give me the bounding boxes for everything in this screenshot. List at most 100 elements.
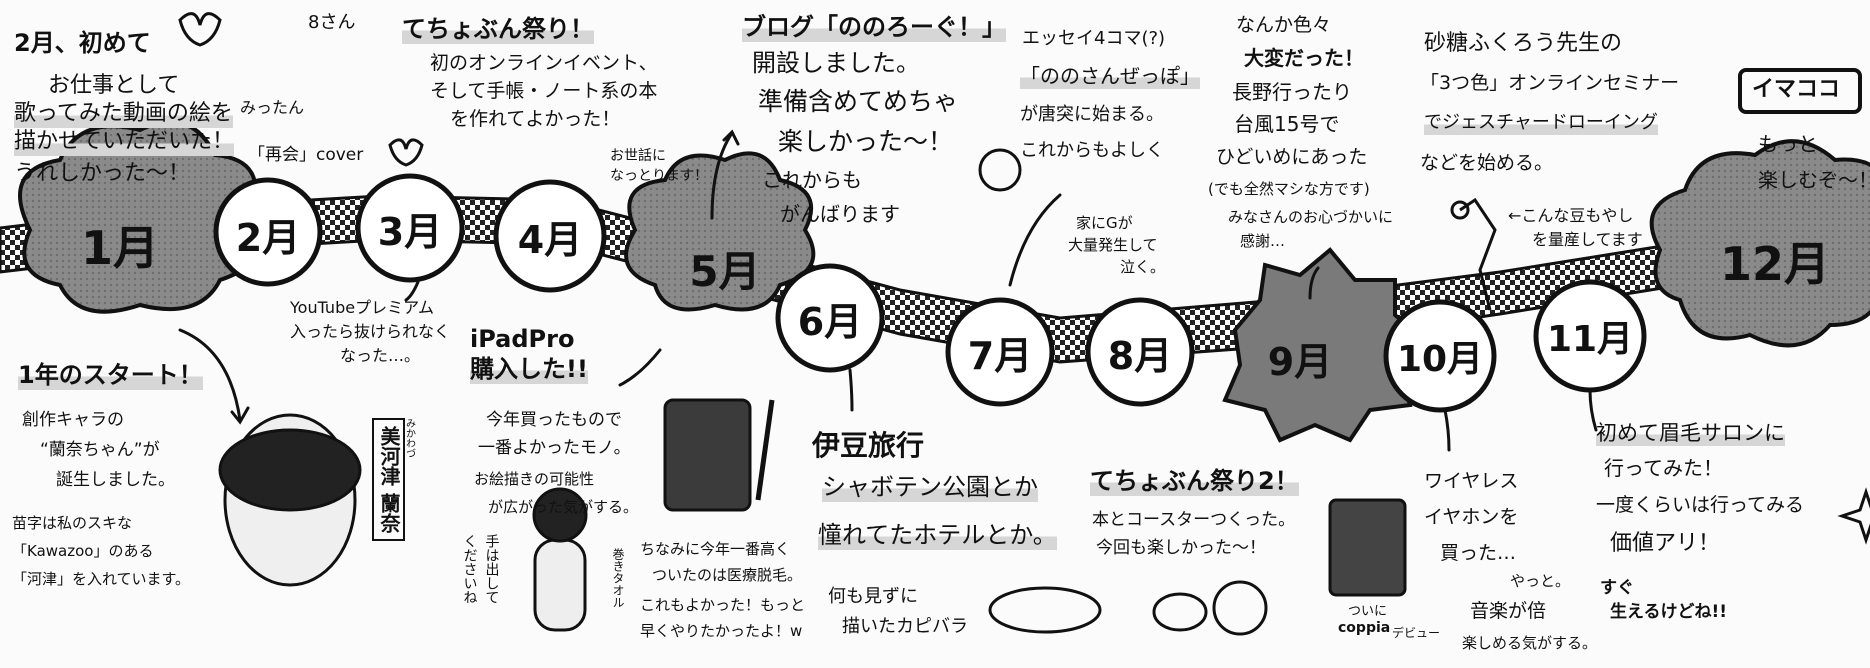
month-jul: 7月 — [967, 333, 1033, 378]
note-feb-line1: 2月、初めて — [14, 29, 151, 57]
note-youtube-2: 入ったら抜けられなく — [290, 322, 451, 341]
chick-icon — [978, 148, 1022, 192]
note-iryou-4: 早くやりたかったよ！w — [640, 622, 803, 640]
note-g-2: 大量発生して — [1068, 236, 1158, 254]
note-wireless-6: 楽しめる気がする。 — [1462, 634, 1598, 652]
circle-aug — [1085, 297, 1195, 407]
label-saikai: 「再会」cover — [248, 145, 364, 165]
label-8san: 8さん — [308, 12, 356, 33]
month-aug: 8月 — [1107, 333, 1173, 378]
note-blog-5: がんばります — [780, 202, 900, 226]
note-blog-title: ブログ「ののろーぐ！」 — [742, 12, 1006, 42]
note-seminar-2: 「3つ色」オンラインセミナー — [1420, 72, 1680, 94]
note-feb-line3: 歌ってみた動画の絵を — [14, 100, 233, 128]
note-wireless-2: イヤホンを — [1424, 506, 1519, 528]
month-oct: 10月 — [1396, 339, 1484, 380]
note-wireless-1: ワイヤレス — [1424, 470, 1519, 492]
circle-jun — [775, 263, 885, 373]
snail-icon — [1212, 580, 1268, 636]
label-imakoko: イマココ — [1752, 77, 1841, 102]
note-osewa-1: お世話に — [610, 148, 666, 164]
label-mikawazu-ruby: みかわづ — [403, 418, 415, 458]
label-mikawazu: 美河津 蘭奈 — [372, 418, 405, 541]
circle-mar — [355, 173, 465, 283]
note-youtube-3: なった…。 — [340, 346, 421, 365]
note-ranna-5: 「Kawazoo」のある — [12, 542, 154, 560]
note-tyobun-1: 初のオンラインイベント、 — [430, 52, 658, 74]
note-osewa-2: なっとります！ — [610, 168, 708, 184]
note-capy-2: 描いたカピバラ — [842, 616, 968, 637]
note-wireless-4: やっと。 — [1510, 572, 1571, 590]
note-g-3: 泣く。 — [1120, 258, 1166, 276]
note-tyobun2-1: 本とコースターつくった。 — [1092, 510, 1296, 530]
note-te-2: くださいね — [461, 534, 478, 604]
note-essay-2: 「ののさんぜっぽ」 — [1020, 64, 1200, 89]
note-ipad-3: 今年買ったもので — [486, 410, 622, 430]
note-wireless-5: 音楽が倍 — [1470, 600, 1547, 622]
note-iryou-1: ちなみに今年一番高く — [640, 540, 791, 558]
note-ipad-1: iPadPro — [470, 325, 575, 353]
circle-feb — [213, 177, 323, 287]
heart-icon — [178, 12, 222, 47]
illustrations — [178, 12, 1870, 636]
tablet-icon — [663, 398, 752, 512]
note-blog-4: これからも — [762, 168, 862, 192]
note-ipad-6: が広がった気がする。 — [488, 498, 639, 516]
note-taihen-4: 台風15号で — [1234, 112, 1340, 136]
note-blog-2: 準備含めてめちゃ — [758, 87, 959, 116]
cloud-may — [624, 151, 816, 312]
note-essay-1: エッセイ4コマ(?) — [1022, 28, 1166, 49]
stick-figure — [1459, 197, 1497, 311]
note-coppia-3: デビュー — [1392, 626, 1441, 640]
note-tyobun-3: を作れてよかった！ — [450, 108, 621, 130]
note-ipad-5: お絵描きの可能性 — [474, 470, 595, 488]
sparkle-icon — [1837, 487, 1870, 545]
note-tyobun2-title: てちょぶん祭り2！ — [1090, 466, 1299, 496]
note-mayu-3: 一度くらいは行ってみる — [1596, 494, 1805, 516]
month-feb: 2月 — [235, 215, 301, 260]
note-taihen-8: 感謝… — [1240, 232, 1286, 250]
note-izu-3: 憧れてたホテルとか。 — [818, 520, 1057, 550]
note-blog-1: 開設しました。 — [752, 49, 920, 77]
note-sugu-1: すぐ — [1600, 578, 1634, 598]
note-feb-line5: うれしかった〜！ — [14, 161, 191, 186]
note-taihen-7: みなさんのお心づかいに — [1228, 208, 1394, 226]
note-taihen-6: (でも全然マシな方です) — [1208, 180, 1370, 198]
note-motto-1: もっと — [1758, 132, 1818, 156]
note-feb-line2: お仕事として — [48, 73, 180, 98]
month-dec: 12月 — [1719, 237, 1830, 291]
note-izu-1: 伊豆旅行 — [812, 429, 925, 462]
note-motto-2: 楽しむぞ〜！ — [1758, 168, 1870, 192]
note-wireless-3: 買った… — [1440, 542, 1517, 564]
imakoko-box — [1738, 68, 1862, 114]
note-seminar-3: でジェスチャードローイング — [1424, 112, 1658, 135]
note-mayu-4: 価値アリ！ — [1610, 531, 1721, 556]
notebook-icon — [1328, 498, 1407, 597]
note-blog-3: 楽しかった〜！ — [778, 127, 954, 156]
note-ipad-2: 購入した!! — [470, 354, 588, 384]
note-coppia-2: coppia — [1338, 620, 1391, 636]
note-capy-1: 何も見ずに — [828, 586, 918, 607]
note-essay-3: が唐突に始まる。 — [1020, 104, 1164, 125]
note-izu-2: シャボテン公園とか — [822, 472, 1038, 502]
month-mar: 3月 — [377, 209, 443, 254]
note-ranna-4: 苗字は私のスキな — [12, 514, 133, 532]
note-taihen-1: なんか色々 — [1236, 14, 1332, 36]
circle-jul — [945, 297, 1055, 407]
girl-figure — [533, 538, 587, 632]
note-taihen-3: 長野行ったり — [1232, 80, 1352, 104]
note-mayu-2: 行ってみた！ — [1604, 456, 1723, 480]
label-mitan: みったん — [240, 98, 305, 117]
note-tyobun2-2: 今回も楽しかった〜！ — [1096, 538, 1266, 558]
note-g-1: 家にGが — [1076, 214, 1133, 232]
note-start-title: 1年のスタート！ — [18, 360, 203, 390]
heart-icon — [388, 138, 424, 167]
note-mame-1: ←こんな豆もやし — [1508, 206, 1634, 225]
note-youtube-1: YouTubeプレミアム — [290, 298, 434, 317]
circle-apr — [493, 179, 607, 293]
label-taoru: 巻きタオル — [611, 548, 625, 608]
month-may: 5月 — [689, 246, 761, 296]
note-taihen-2: 大変だった！ — [1244, 46, 1364, 70]
note-mayu-1: 初めて眉毛サロンに — [1596, 420, 1785, 447]
month-apr: 4月 — [517, 217, 583, 262]
